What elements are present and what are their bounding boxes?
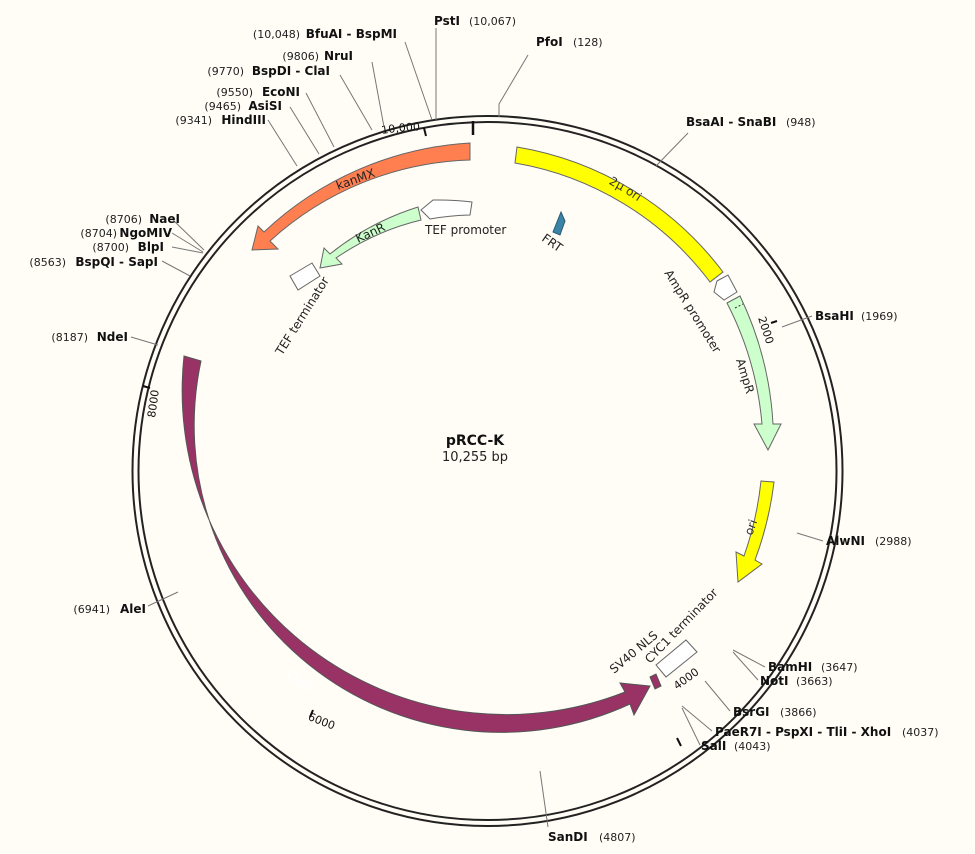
site-leader-lines [130, 28, 824, 828]
svg-text:EcoNI: EcoNI [262, 85, 300, 99]
svg-text:BsrGI: BsrGI [733, 705, 770, 719]
site-bsrgi[interactable]: BsrGI (3866) [733, 705, 817, 719]
svg-text:(9341): (9341) [175, 114, 212, 127]
feature-label-frt: FRT [539, 231, 565, 255]
svg-text:(1969): (1969) [861, 310, 898, 323]
feature-label-kanmx: kanMX [334, 166, 377, 193]
feature-label-ori: ori [742, 518, 760, 537]
site-bsahi[interactable]: BsaHI (1969) [815, 309, 898, 323]
feature-tef-terminator[interactable] [289, 262, 321, 291]
svg-text:(8563): (8563) [29, 256, 66, 269]
site-pfoi[interactable]: PfoI (128) [536, 35, 603, 49]
site-hindiii[interactable]: (9341) HindIII [175, 113, 266, 127]
feature-cas9[interactable] [181, 355, 651, 733]
feature-sv40-nls[interactable] [649, 673, 662, 690]
site-naei[interactable]: (8706) NaeI [105, 212, 180, 226]
svg-text:BamHI: BamHI [768, 660, 812, 674]
svg-text:(3663): (3663) [796, 675, 833, 688]
site-bspqi-sapi[interactable]: (8563) BspQI - SapI [29, 255, 158, 269]
site-bspdi-clai[interactable]: (9770) BspDI - ClaI [207, 64, 330, 78]
site-bsaai-snabi[interactable]: BsaAI - SnaBI (948) [686, 115, 816, 129]
svg-text:(948): (948) [786, 116, 816, 129]
svg-text:HindIII: HindIII [221, 113, 266, 127]
site-blpi[interactable]: (8700) BlpI [92, 240, 164, 254]
feature-label-kanr: KanR [353, 220, 387, 246]
site-psti[interactable]: PstI (10,067) [434, 14, 516, 28]
svg-text:(8187): (8187) [51, 331, 88, 344]
svg-text:(8704): (8704) [80, 227, 117, 240]
site-noti[interactable]: NotI (3663) [760, 674, 833, 688]
svg-text:(10,067): (10,067) [469, 15, 516, 28]
tick-label-10000: 10,000 [380, 120, 420, 137]
feature-label-tef-promoter: TEF promoter [424, 223, 506, 237]
feature-2u-ori[interactable] [514, 146, 724, 283]
feature-cyc1-terminator[interactable] [655, 639, 698, 678]
site-sandi[interactable]: SanDI (4807) [548, 830, 636, 844]
feature-ampr[interactable] [726, 295, 782, 452]
svg-text:(2988): (2988) [875, 535, 912, 548]
svg-text:(8706): (8706) [105, 213, 142, 226]
site-drui[interactable]: (9806) NruI [282, 49, 353, 63]
site-bamhi[interactable]: BamHI (3647) [768, 660, 858, 674]
site-paer7i[interactable]: PaeR7I - PspXI - TliI - XhoI (4037) [715, 725, 939, 739]
feature-frt[interactable] [552, 210, 566, 236]
svg-text:NruI: NruI [324, 49, 353, 63]
svg-text:NgoMIV: NgoMIV [119, 226, 172, 240]
svg-text:(4037): (4037) [902, 726, 939, 739]
svg-text:BspDI - ClaI: BspDI - ClaI [252, 64, 330, 78]
svg-text:(128): (128) [573, 36, 603, 49]
feature-label-cas9: Cas9 [284, 667, 316, 695]
site-ndei[interactable]: (8187) NdeI [51, 330, 128, 344]
svg-text:BsaAI - SnaBI: BsaAI - SnaBI [686, 115, 776, 129]
svg-text:(10,048): (10,048) [253, 28, 300, 41]
svg-text:(8700): (8700) [92, 241, 129, 254]
feature-kanmx[interactable] [251, 142, 471, 251]
svg-text:NdeI: NdeI [97, 330, 128, 344]
svg-text:PstI: PstI [434, 14, 460, 28]
svg-text:NaeI: NaeI [149, 212, 180, 226]
plasmid-name: pRCC-K [446, 433, 505, 449]
backbone-ring [131, 115, 844, 827]
site-econi[interactable]: (9550) EcoNI [216, 85, 300, 99]
svg-text:(4807): (4807) [599, 831, 636, 844]
site-alei[interactable]: (6941) AleI [73, 602, 146, 616]
site-asisi[interactable]: (9465) AsiSI [204, 99, 282, 113]
site-bfuai-bspmi[interactable]: (10,048) BfuAI - BspMI [253, 27, 397, 41]
svg-text:SalI: SalI [701, 739, 726, 753]
site-ngomiv[interactable]: (8704) NgoMIV [80, 226, 172, 240]
svg-text:NotI: NotI [760, 674, 789, 688]
svg-text:(9806): (9806) [282, 50, 319, 63]
svg-text:(9550): (9550) [216, 86, 253, 99]
site-alwni[interactable]: AlwNI (2988) [826, 534, 912, 548]
svg-text:PfoI: PfoI [536, 35, 563, 49]
svg-text:(3647): (3647) [821, 661, 858, 674]
feature-label-ampr-promoter: AmpR promoter [661, 267, 723, 355]
feature-ampr-promoter[interactable] [713, 274, 738, 301]
svg-text:(9770): (9770) [207, 65, 244, 78]
svg-text:BfuAI - BspMI: BfuAI - BspMI [306, 27, 397, 41]
svg-text:(4043): (4043) [734, 740, 771, 753]
svg-text:PaeR7I - PspXI - TliI - XhoI: PaeR7I - PspXI - TliI - XhoI [715, 725, 891, 739]
feature-tef-promoter[interactable] [420, 199, 473, 220]
svg-text:BlpI: BlpI [138, 240, 164, 254]
svg-text:BspQI - SapI: BspQI - SapI [75, 255, 158, 269]
svg-text:AlwNI: AlwNI [826, 534, 865, 548]
feature-kanr[interactable] [319, 206, 422, 269]
svg-text:(6941): (6941) [73, 603, 110, 616]
svg-text:AleI: AleI [120, 602, 146, 616]
tick-label-8000: 8000 [145, 389, 162, 419]
site-sali[interactable]: SalI (4043) [701, 739, 771, 753]
svg-text:AsiSI: AsiSI [248, 99, 282, 113]
svg-text:BsaHI: BsaHI [815, 309, 854, 323]
svg-text:(3866): (3866) [780, 706, 817, 719]
tick-label-6000: 6000 [306, 710, 337, 732]
feature-ori[interactable] [735, 480, 775, 583]
plasmid-length: 10,255 bp [442, 450, 508, 465]
svg-text:SanDI: SanDI [548, 830, 588, 844]
svg-text:(9465): (9465) [204, 100, 241, 113]
tick-marks [142, 127, 778, 747]
